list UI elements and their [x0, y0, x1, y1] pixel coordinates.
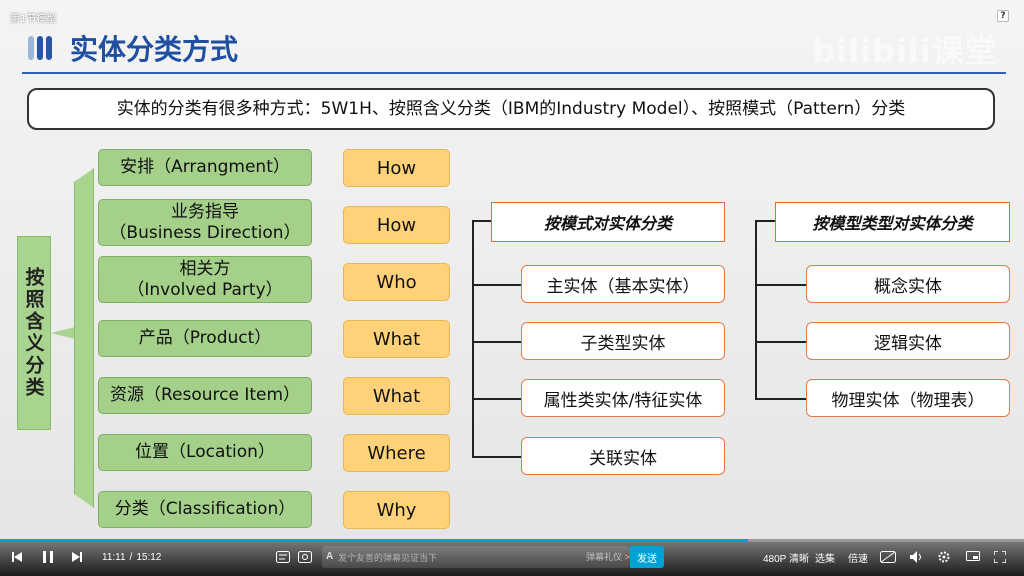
vertical-label-box: 按照含义分类 [17, 236, 51, 430]
tree-connector [472, 398, 521, 400]
danmaku-off-icon[interactable] [880, 548, 896, 566]
danmaku-input[interactable]: A 发个友善的弹幕见证当下 [322, 546, 630, 568]
category-line2: （Involved Party） [127, 279, 283, 300]
bracket-arrow [51, 327, 75, 339]
category-line1: 资源（Resource Item） [109, 385, 301, 405]
tree-connector [472, 341, 521, 343]
episodes-button[interactable]: 选集 [815, 553, 835, 565]
w-tag: Who [343, 263, 450, 301]
title-bars-icon [28, 36, 58, 60]
danmaku-etiquette-link[interactable]: 弹幕礼仪 > [586, 552, 630, 562]
tree-connector [472, 284, 521, 286]
vertical-label: 按照含义分类 [22, 267, 45, 399]
danmaku-settings-icon[interactable] [298, 548, 312, 566]
w-tag: What [343, 320, 450, 358]
tree-node: 物理实体（物理表） [806, 379, 1010, 417]
time-separator: / [129, 551, 133, 563]
tree-connector [755, 284, 806, 286]
category-box: 资源（Resource Item） [98, 377, 312, 414]
danmaku-toggle-icon[interactable] [276, 548, 290, 566]
w-tag: How [343, 206, 450, 244]
category-box: 产品（Product） [98, 320, 312, 357]
model-tree-heading: 按模型类型对实体分类 [775, 202, 1010, 242]
speed-button[interactable]: 倍速 [848, 553, 868, 565]
video-player-controls: 11:11 / 15:12 A 发个友善的弹幕见证当下 弹幕礼仪 > 发送 48… [0, 539, 1024, 576]
time-display: 11:11 / 15:12 [102, 548, 161, 566]
next-icon[interactable] [72, 548, 82, 566]
fullscreen-icon[interactable] [994, 548, 1006, 566]
tree-connector [755, 220, 775, 222]
tree-node: 逻辑实体 [806, 322, 1010, 360]
tree-connector [472, 220, 492, 222]
category-line1: 位置（Location） [135, 442, 275, 462]
category-box: 安排（Arrangment） [98, 149, 312, 186]
tree-connector [755, 220, 757, 400]
category-line2: （Business Direction） [109, 222, 301, 243]
title-divider [22, 72, 1006, 74]
progress-fill [0, 539, 748, 542]
danmaku-placeholder: 发个友善的弹幕见证当下 [338, 552, 438, 563]
progress-bar[interactable] [0, 539, 1024, 542]
category-line1: 业务指导 [171, 201, 239, 222]
w-tag: How [343, 149, 450, 187]
bracket-bar [74, 168, 94, 508]
w-tag: Why [343, 491, 450, 529]
tree-connector [472, 220, 474, 458]
category-line1: 相关方 [179, 258, 231, 279]
tree-node: 关联实体 [521, 437, 725, 475]
window-title: 第1节模型 [10, 14, 57, 25]
web-fullscreen-icon[interactable] [966, 548, 980, 566]
help-icon[interactable]: ? [997, 10, 1009, 22]
category-line1: 产品（Product） [138, 328, 272, 348]
time-current: 11:11 [102, 551, 126, 563]
page-title: 实体分类方式 [70, 33, 239, 66]
category-box: 相关方 （Involved Party） [98, 256, 312, 303]
category-line1: 分类（Classification） [114, 499, 296, 519]
tree-node: 主实体（基本实体） [521, 265, 725, 303]
previous-icon[interactable] [12, 548, 22, 566]
tree-connector [755, 341, 806, 343]
category-box: 分类（Classification） [98, 491, 312, 528]
settings-icon[interactable] [938, 548, 950, 566]
tree-node: 子类型实体 [521, 322, 725, 360]
danmaku-style-icon[interactable]: A [326, 551, 334, 562]
tree-connector [755, 398, 806, 400]
send-button[interactable]: 发送 [630, 546, 664, 568]
pattern-tree-heading: 按模式对实体分类 [491, 202, 725, 242]
w-tag: Where [343, 434, 450, 472]
w-tag: What [343, 377, 450, 415]
tree-node: 概念实体 [806, 265, 1010, 303]
category-box: 业务指导 （Business Direction） [98, 199, 312, 246]
category-line1: 安排（Arrangment） [120, 157, 290, 177]
quality-selector[interactable]: 480P 清晰 [763, 553, 809, 565]
pause-icon[interactable] [43, 548, 53, 566]
category-box: 位置（Location） [98, 434, 312, 471]
volume-icon[interactable] [910, 548, 924, 566]
watermark: bilibili课堂 [812, 32, 998, 70]
time-total: 15:12 [136, 551, 162, 563]
tree-connector [472, 456, 521, 458]
intro-text: 实体的分类有很多种方式：5W1H、按照含义分类（IBM的Industry Mod… [27, 88, 995, 130]
tree-node: 属性类实体/特征实体 [521, 379, 725, 417]
